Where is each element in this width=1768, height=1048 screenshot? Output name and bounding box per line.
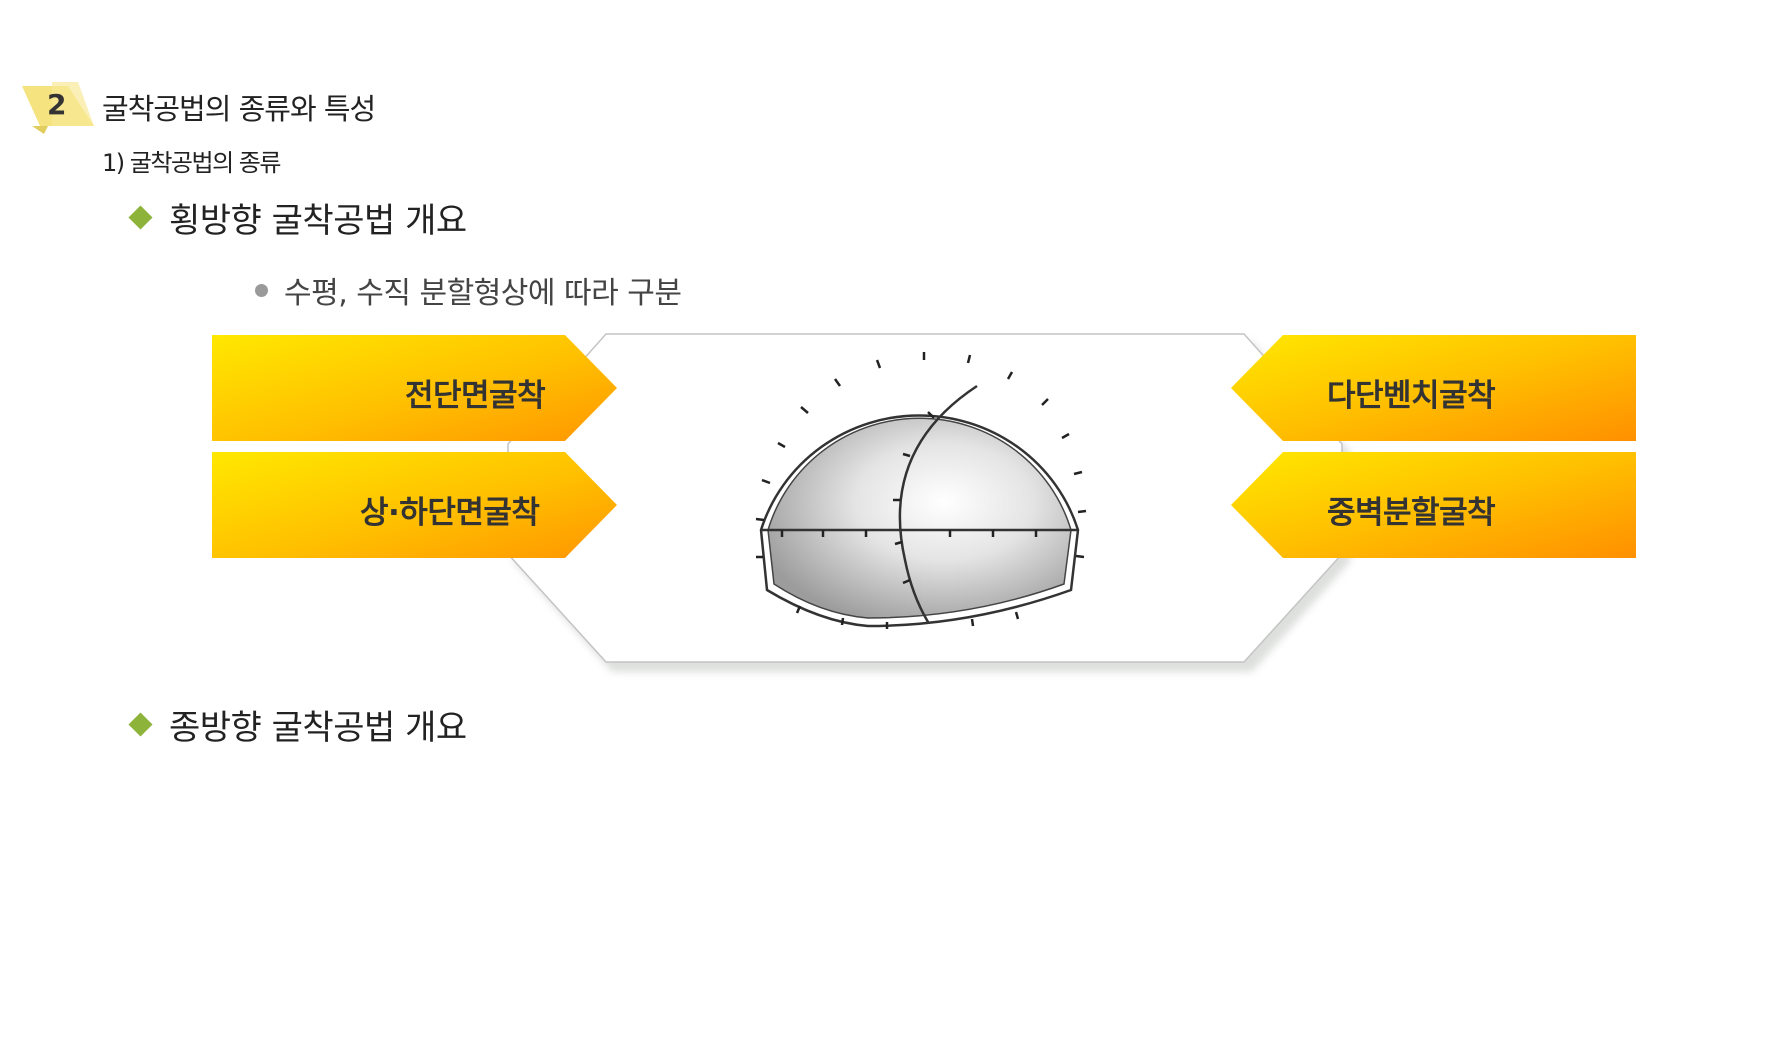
arrow-center-diaphragm bbox=[1231, 452, 1636, 558]
subsection-title: 1) 굴착공법의 종류 bbox=[102, 149, 281, 177]
tunnel-cross-section bbox=[755, 352, 1087, 629]
section-number-badge bbox=[22, 82, 94, 134]
method-multi-bench: 다단벤치굴착 bbox=[1327, 378, 1496, 414]
lateral-heading-text: 횡방향 굴착공법 개요 bbox=[169, 201, 467, 241]
lateral-heading: 횡방향 굴착공법 개요 bbox=[128, 193, 467, 242]
section-number: 2 bbox=[47, 88, 67, 121]
longitudinal-heading-text: 종방향 굴착공법 개요 bbox=[169, 708, 467, 748]
arrow-multi-bench bbox=[1231, 335, 1636, 441]
lateral-bullet: 수평, 수직 분할형상에 따라 구분 bbox=[255, 268, 682, 312]
longitudinal-heading: 종방향 굴착공법 개요 bbox=[128, 700, 467, 749]
section-title: 굴착공법의 종류와 특성 bbox=[102, 92, 376, 126]
method-bench-cut: 상·하단면굴착 bbox=[360, 495, 540, 531]
arrow-full-face bbox=[212, 335, 617, 441]
method-center-diaphragm: 중벽분할굴착 bbox=[1327, 495, 1496, 531]
diamond-bullet-icon bbox=[128, 712, 153, 737]
arrow-bench bbox=[212, 452, 617, 558]
dot-bullet-icon bbox=[255, 283, 268, 297]
lateral-bullet-text: 수평, 수직 분할형상에 따라 구분 bbox=[284, 276, 682, 311]
method-full-face: 전단면굴착 bbox=[405, 378, 546, 414]
